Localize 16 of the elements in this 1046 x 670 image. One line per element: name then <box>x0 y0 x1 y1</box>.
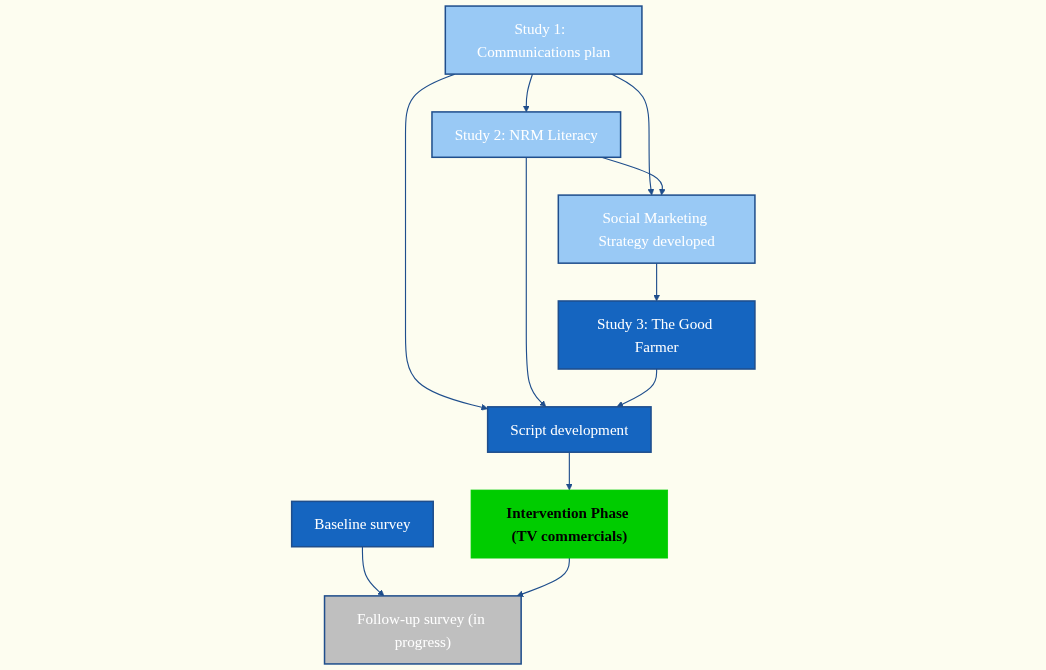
arrow <box>653 262 660 302</box>
arrow <box>404 73 488 411</box>
node-box: Intervention Phase (TV commercials) <box>470 489 668 559</box>
arrow <box>516 557 570 597</box>
node-box: Baseline survey <box>290 500 434 548</box>
node-box: Study 2: NRM Literacy <box>430 111 622 159</box>
node-box: Follow-up survey (in progress) <box>323 595 522 665</box>
node-box: Script development <box>486 406 652 453</box>
node-box: Study 3: The Good Farmer <box>557 300 756 370</box>
arrow <box>616 368 657 408</box>
node-box: Social Marketing Strategy developed <box>557 194 756 264</box>
arrow <box>565 451 573 491</box>
arrow <box>522 73 533 113</box>
arrow <box>361 546 384 597</box>
node-box: Study 1: Communications plan <box>444 5 643 75</box>
arrow <box>525 156 546 408</box>
